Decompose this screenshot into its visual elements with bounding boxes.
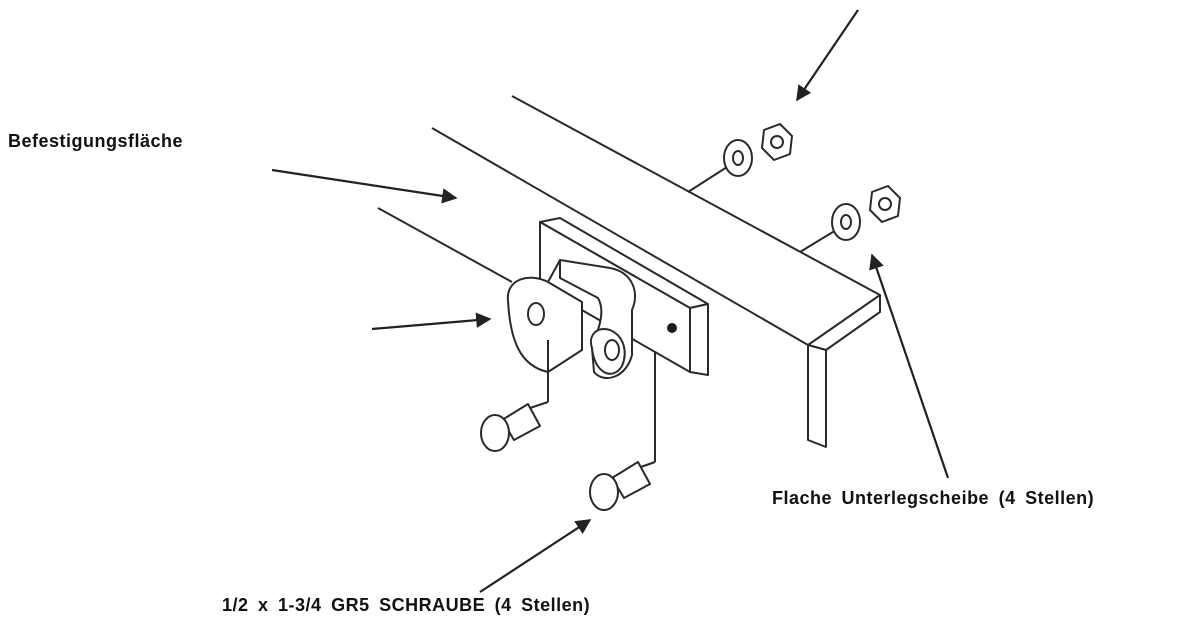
- clevis-left-ear: [506, 276, 583, 373]
- clevis-bend-line: [547, 259, 561, 283]
- bolt-upper: [480, 340, 549, 452]
- washer-upper-hole: [732, 150, 744, 166]
- leader-arrow-washer: [869, 253, 950, 479]
- clevis-left-hole: [527, 302, 545, 326]
- washer-nut-lower: [799, 185, 901, 253]
- leader-arrow-bracket: [371, 312, 492, 331]
- bolt-lower: [589, 352, 656, 511]
- beam-front-edge: [431, 127, 809, 346]
- leader-arrow-surface: [271, 168, 458, 204]
- plate-hole: [667, 323, 677, 333]
- clevis-right-hole: [604, 339, 620, 361]
- bolt-label: 1/2 x 1-3/4 GR5 SCHRAUBE (4 Stellen): [222, 595, 591, 615]
- bolt-upper-axis-bend: [529, 401, 549, 409]
- mounting-beam: [377, 95, 881, 448]
- beam-lower-edge: [377, 207, 513, 283]
- leader-arrow-bolt: [479, 519, 592, 593]
- clevis-bracket: [506, 259, 637, 379]
- flat-washer-label: Flache Unterlegscheibe (4 Stellen): [772, 488, 1095, 508]
- nut-upper-hole: [770, 135, 784, 149]
- beam-top-edge: [511, 95, 881, 296]
- bolt-upper-head: [480, 414, 510, 452]
- bolt-lower-shank: [611, 461, 651, 499]
- bolt-upper-shank: [501, 403, 541, 441]
- nut-lower-hole: [878, 197, 892, 211]
- leader-arrow-nut: [796, 9, 859, 102]
- washer-nut-upper: [687, 123, 793, 193]
- washer-lower-hole: [840, 214, 852, 230]
- beam-flange-side: [807, 344, 827, 448]
- mounting-surface-label: Befestigungsfläche: [8, 131, 184, 151]
- beam-flange-lip: [807, 294, 881, 351]
- plate-side: [689, 303, 709, 376]
- bolt-lower-head: [589, 473, 619, 511]
